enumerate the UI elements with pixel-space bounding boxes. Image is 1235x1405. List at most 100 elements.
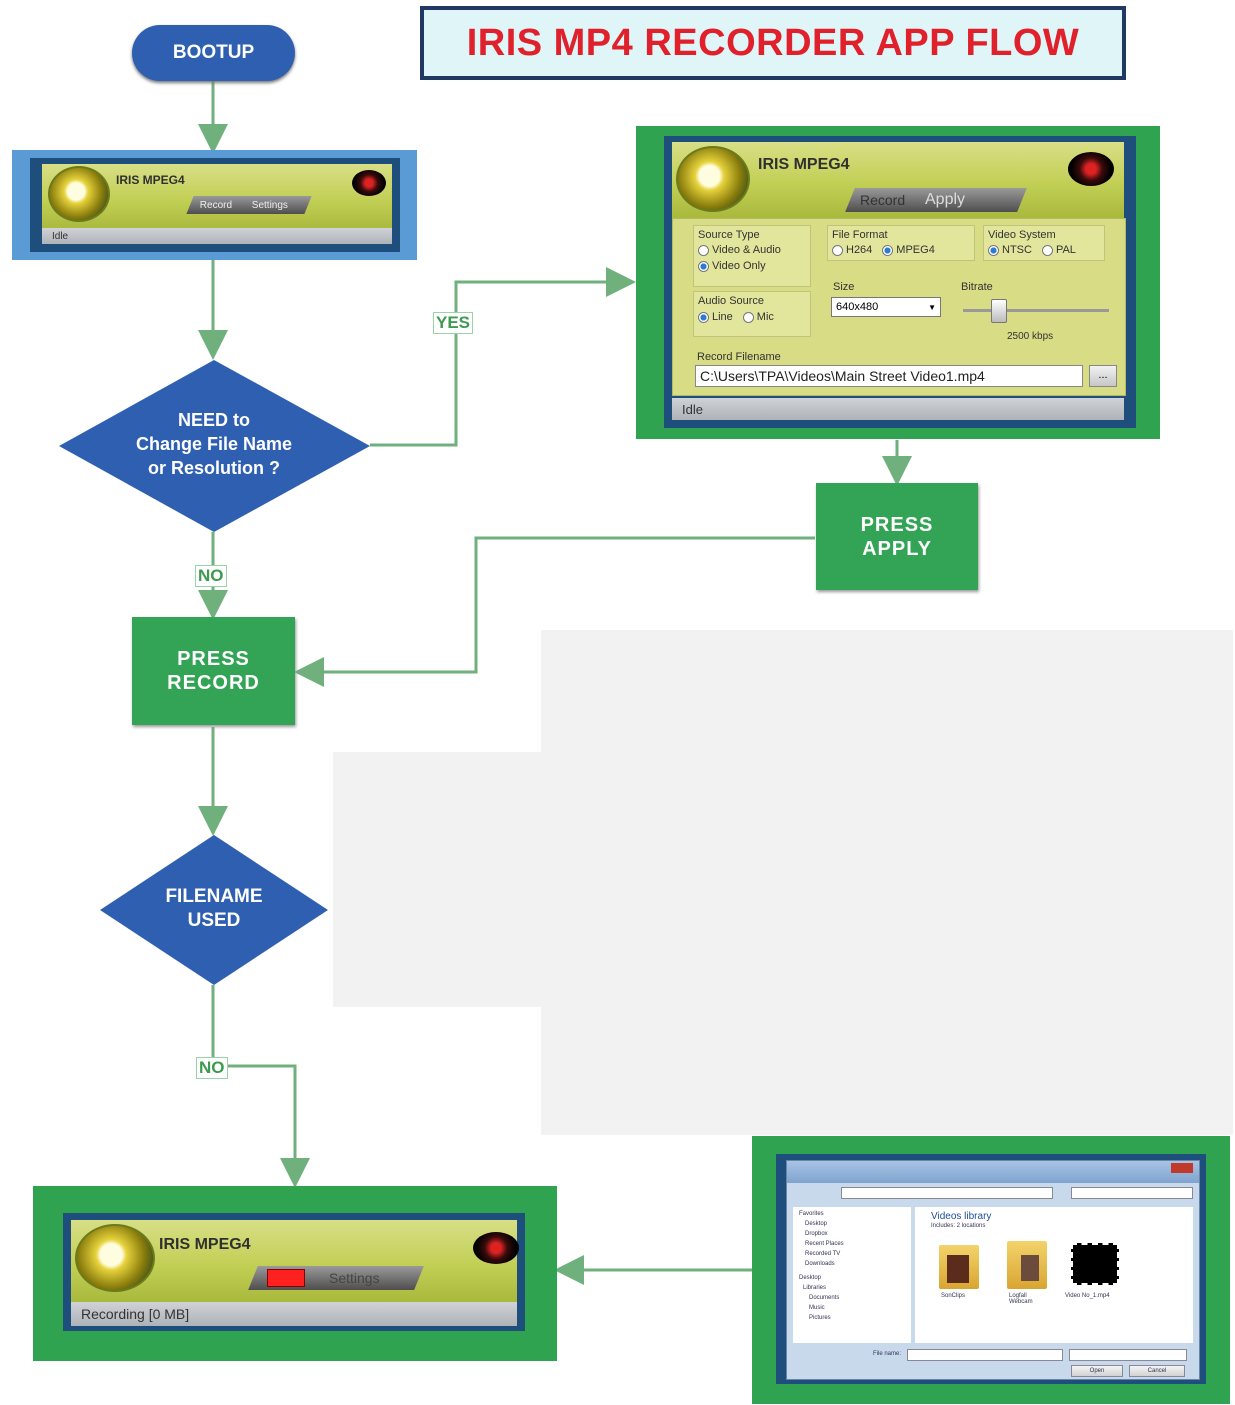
- file-format-label: File Format: [832, 229, 888, 241]
- app-settings-title: IRIS MPEG4: [758, 156, 850, 173]
- open-label: Open: [1089, 1368, 1105, 1374]
- tab-settings[interactable]: Settings: [329, 1270, 380, 1286]
- size-value: 640x480: [836, 301, 879, 313]
- size-dropdown[interactable]: 640x480 ▼: [831, 297, 941, 317]
- nav-item[interactable]: Desktop: [805, 1221, 828, 1227]
- edge-apply-to-record: [294, 536, 815, 687]
- record-filename-label: Record Filename: [697, 351, 781, 363]
- radio-video-only[interactable]: [698, 260, 709, 272]
- nav-item[interactable]: Libraries: [803, 1285, 827, 1291]
- radio-video-audio[interactable]: [698, 244, 709, 256]
- app-logo-icon: [48, 166, 110, 222]
- audio-option-2: Mic: [756, 311, 774, 323]
- nav-item[interactable]: Favorites: [799, 1211, 824, 1217]
- press-record-node: PRESS RECORD: [132, 617, 295, 725]
- decision-change-line3: or Resolution ?: [148, 458, 280, 478]
- system-option-1: NTSC: [1002, 244, 1032, 256]
- app-recording-panel: IRIS MPEG4 Settings Recording [0 MB]: [33, 1186, 557, 1361]
- browse-label: ...: [1098, 369, 1108, 381]
- status-text: Idle: [682, 401, 703, 417]
- filename-label: File name:: [873, 1351, 902, 1357]
- record-indicator-icon: [352, 170, 386, 196]
- nav-item[interactable]: Dropbox: [805, 1231, 828, 1237]
- browse-button[interactable]: ...: [1089, 365, 1117, 387]
- size-label: Size: [833, 281, 855, 293]
- app-logo-icon: [75, 1224, 155, 1292]
- nav-item[interactable]: Downloads: [805, 1261, 835, 1267]
- nav-item[interactable]: Pictures: [809, 1315, 831, 1321]
- decision-filename-line2: USED: [187, 910, 241, 931]
- format-option-2: MPEG4: [896, 244, 935, 256]
- dialog-close-icon[interactable]: [1171, 1163, 1193, 1173]
- dialog-search-input[interactable]: [1071, 1187, 1193, 1199]
- file-dialog-window: Favorites Desktop Dropbox Recent Places …: [786, 1160, 1200, 1380]
- folder-icon[interactable]: [939, 1245, 979, 1289]
- dialog-address-bar[interactable]: [841, 1187, 1053, 1199]
- diagram-title: IRIS MP4 RECORDER APP FLOW: [420, 6, 1126, 80]
- dialog-open-button[interactable]: Open: [1071, 1365, 1123, 1377]
- nav-item[interactable]: Documents: [809, 1295, 840, 1301]
- dialog-filename-input[interactable]: [907, 1349, 1063, 1361]
- record-filename-input[interactable]: C:\Users\TPA\Videos\Main Street Video1.m…: [695, 365, 1083, 387]
- radio-mpeg4[interactable]: [882, 244, 894, 256]
- app-settings-panel: IRIS MPEG4 Record Apply Source Type Vide…: [636, 126, 1160, 439]
- status-text: Idle: [52, 230, 69, 242]
- dialog-nav-pane: Favorites Desktop Dropbox Recent Places …: [793, 1207, 911, 1343]
- press-record-line2: RECORD: [167, 672, 260, 694]
- app-logo-icon: [676, 146, 750, 212]
- edge-label-yes: YES: [433, 312, 474, 334]
- library-header: Videos library: [931, 1211, 992, 1222]
- tab-apply[interactable]: Apply: [925, 191, 966, 208]
- decision-filename-used: [100, 835, 328, 985]
- diagram-title-text: IRIS MP4 RECORDER APP FLOW: [466, 21, 1080, 64]
- decision-change-settings: [59, 360, 370, 532]
- library-subheader: Includes: 2 locations: [931, 1223, 986, 1229]
- record-indicator-icon: [473, 1232, 519, 1264]
- app-idle-panel: IRIS MPEG4 Record Settings Idle: [12, 150, 417, 260]
- app-recording-title: IRIS MPEG4: [159, 1236, 251, 1253]
- tab-record[interactable]: Record: [200, 199, 233, 211]
- dropdown-arrow-icon: ▼: [928, 302, 936, 312]
- folder-icon[interactable]: [1007, 1241, 1047, 1289]
- app-idle-title: IRIS MPEG4: [116, 173, 185, 187]
- radio-pal[interactable]: [1041, 244, 1053, 256]
- file-label: Video No_1.mp4: [1065, 1293, 1110, 1299]
- blank-region-lower: [333, 752, 543, 1007]
- source-type-label: Source Type: [698, 229, 760, 241]
- system-option-2: PAL: [1055, 244, 1076, 256]
- decision-filename-text: FILENAME USED: [120, 885, 308, 933]
- bitrate-label: Bitrate: [961, 281, 993, 293]
- nav-item[interactable]: Desktop: [799, 1275, 822, 1281]
- press-apply-node: PRESS APPLY: [816, 483, 978, 590]
- decision-change-line2: Change File Name: [135, 434, 293, 454]
- nav-item[interactable]: Recent Places: [805, 1241, 844, 1247]
- radio-ntsc[interactable]: [988, 244, 999, 256]
- radio-mic[interactable]: [742, 311, 754, 323]
- audio-source-label: Audio Source: [698, 295, 765, 307]
- edge-label-no-filename: NO: [196, 1057, 228, 1079]
- bitrate-slider-track[interactable]: [963, 309, 1109, 312]
- dialog-content-pane: Videos library Includes: 2 locations Son…: [915, 1207, 1193, 1343]
- radio-line[interactable]: [698, 311, 709, 323]
- dialog-filetype-select[interactable]: [1069, 1349, 1187, 1361]
- stop-record-button[interactable]: [253, 1269, 319, 1287]
- decision-filename-line1: FILENAME: [165, 886, 263, 907]
- recording-red-icon: [267, 1269, 305, 1287]
- source-option-1: Video & Audio: [712, 244, 781, 256]
- app-recording-status: Recording [0 MB]: [71, 1302, 517, 1326]
- edge-label-no-change: NO: [195, 565, 227, 587]
- video-file-icon[interactable]: [1071, 1243, 1119, 1285]
- tab-record[interactable]: Record: [860, 192, 906, 208]
- dialog-cancel-button[interactable]: Cancel: [1129, 1365, 1185, 1377]
- press-apply-line1: PRESS: [860, 513, 934, 536]
- bootup-node: BOOTUP: [132, 25, 295, 81]
- nav-item[interactable]: Music: [809, 1305, 825, 1311]
- file-dialog-panel: Favorites Desktop Dropbox Recent Places …: [752, 1136, 1230, 1404]
- status-text: Recording [0 MB]: [81, 1306, 190, 1322]
- nav-item[interactable]: Recorded TV: [805, 1251, 841, 1257]
- radio-h264[interactable]: [832, 244, 843, 256]
- tab-settings[interactable]: Settings: [252, 199, 289, 211]
- bitrate-slider-thumb[interactable]: [991, 299, 1007, 323]
